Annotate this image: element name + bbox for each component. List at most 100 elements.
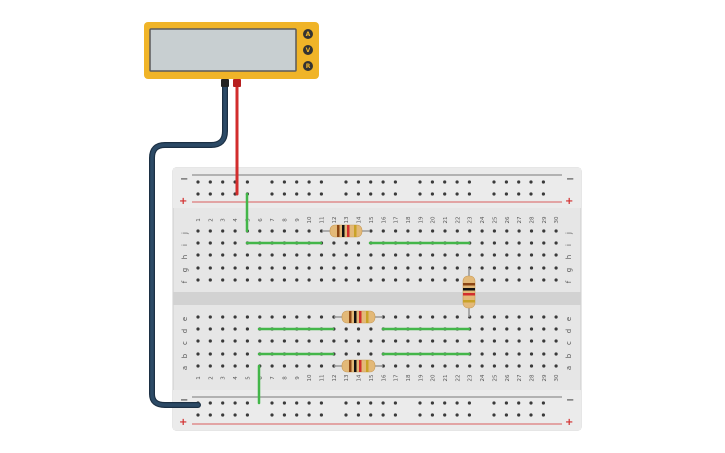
hole-c-6[interactable] [258, 339, 262, 343]
hole-bottom-rail-plus-25[interactable] [541, 413, 546, 417]
hole-top-rail-minus-12[interactable] [356, 180, 360, 184]
hole-b-1[interactable] [196, 352, 200, 356]
hole-e-1[interactable] [196, 315, 200, 319]
hole-e-27[interactable] [517, 315, 521, 319]
hole-bottom-rail-minus-3[interactable] [221, 401, 225, 405]
hole-c-23[interactable] [468, 339, 472, 343]
resistors[interactable] [322, 224, 476, 373]
hole-top-rail-plus-1[interactable] [196, 192, 200, 196]
hole-e-28[interactable] [529, 315, 534, 319]
hole-bottom-rail-plus-3[interactable] [221, 413, 225, 417]
hole-a-27[interactable] [517, 364, 521, 368]
hole-j-20[interactable] [431, 229, 435, 233]
hole-bottom-rail-plus-12[interactable] [356, 413, 360, 417]
hole-c-11[interactable] [319, 339, 324, 343]
hole-bottom-rail-minus-7[interactable] [282, 401, 286, 405]
hole-bottom-rail-minus-6[interactable] [270, 401, 274, 405]
hole-h-5[interactable] [245, 253, 249, 257]
hole-f-16[interactable] [381, 278, 385, 282]
hole-h-30[interactable] [554, 253, 558, 257]
hole-c-3[interactable] [221, 339, 225, 343]
hole-bottom-rail-minus-16[interactable] [418, 401, 422, 405]
hole-j-2[interactable] [208, 229, 212, 233]
hole-j-18[interactable] [406, 229, 410, 233]
hole-e-8[interactable] [282, 315, 286, 319]
jumper-wires[interactable] [245, 192, 471, 405]
hole-h-2[interactable] [208, 253, 212, 257]
hole-f-5[interactable] [245, 278, 249, 282]
hole-i-24[interactable] [480, 241, 484, 245]
hole-bottom-rail-plus-6[interactable] [270, 413, 274, 417]
hole-top-rail-plus-14[interactable] [381, 192, 385, 196]
hole-i-26[interactable] [505, 241, 509, 245]
hole-i-25[interactable] [492, 241, 496, 245]
hole-c-17[interactable] [394, 339, 398, 343]
hole-e-9[interactable] [295, 315, 299, 319]
hole-f-7[interactable] [270, 278, 274, 282]
hole-a-8[interactable] [282, 364, 286, 368]
hole-top-rail-plus-8[interactable] [295, 192, 299, 196]
hole-c-12[interactable] [332, 339, 336, 343]
hole-h-8[interactable] [282, 253, 286, 257]
hole-e-11[interactable] [319, 315, 324, 319]
hole-top-rail-plus-24[interactable] [529, 192, 533, 196]
hole-f-12[interactable] [332, 278, 336, 282]
hole-c-16[interactable] [381, 339, 385, 343]
hole-bottom-rail-plus-14[interactable] [381, 413, 385, 417]
hole-bottom-rail-plus-11[interactable] [344, 413, 348, 417]
hole-top-rail-plus-16[interactable] [418, 192, 422, 196]
hole-h-14[interactable] [356, 253, 361, 257]
hole-g-29[interactable] [542, 266, 546, 270]
hole-a-29[interactable] [542, 364, 546, 368]
hole-bottom-rail-minus-25[interactable] [541, 401, 546, 405]
hole-j-8[interactable] [282, 229, 286, 233]
hole-f-11[interactable] [319, 278, 324, 282]
hole-f-14[interactable] [356, 278, 361, 282]
hole-d-26[interactable] [505, 327, 509, 331]
hole-top-rail-minus-10[interactable] [319, 180, 323, 184]
hole-g-17[interactable] [394, 266, 398, 270]
hole-b-15[interactable] [369, 352, 373, 356]
multimeter[interactable]: A V R [144, 22, 319, 87]
hole-top-rail-plus-18[interactable] [443, 192, 447, 196]
hole-bottom-rail-plus-13[interactable] [369, 413, 373, 417]
hole-d-29[interactable] [542, 327, 546, 331]
hole-g-11[interactable] [319, 266, 324, 270]
hole-e-4[interactable] [233, 315, 237, 319]
hole-f-6[interactable] [258, 278, 262, 282]
hole-d-28[interactable] [529, 327, 534, 331]
hole-bottom-rail-plus-24[interactable] [529, 413, 533, 417]
hole-b-5[interactable] [245, 352, 249, 356]
hole-j-1[interactable] [196, 229, 200, 233]
hole-g-16[interactable] [381, 266, 385, 270]
hole-bottom-rail-minus-5[interactable] [245, 401, 249, 405]
hole-a-7[interactable] [270, 364, 274, 368]
hole-a-9[interactable] [295, 364, 299, 368]
hole-c-9[interactable] [295, 339, 299, 343]
hole-bottom-rail-plus-4[interactable] [233, 413, 237, 417]
hole-bottom-rail-minus-15[interactable] [393, 401, 397, 405]
hole-f-30[interactable] [554, 278, 558, 282]
hole-f-29[interactable] [542, 278, 546, 282]
hole-i-12[interactable] [332, 241, 336, 245]
hole-b-25[interactable] [492, 352, 496, 356]
hole-g-22[interactable] [455, 266, 459, 270]
hole-a-3[interactable] [221, 364, 225, 368]
hole-top-rail-minus-15[interactable] [393, 180, 397, 184]
hole-g-20[interactable] [431, 266, 435, 270]
hole-top-rail-plus-9[interactable] [307, 192, 311, 196]
hole-j-10[interactable] [307, 229, 311, 233]
hole-c-2[interactable] [208, 339, 212, 343]
hole-h-7[interactable] [270, 253, 274, 257]
hole-c-30[interactable] [554, 339, 558, 343]
hole-h-25[interactable] [492, 253, 496, 257]
hole-h-1[interactable] [196, 253, 200, 257]
hole-top-rail-minus-23[interactable] [517, 180, 521, 184]
hole-g-1[interactable] [196, 266, 200, 270]
hole-top-rail-plus-3[interactable] [221, 192, 225, 196]
hole-j-6[interactable] [258, 229, 262, 233]
hole-top-rail-plus-12[interactable] [356, 192, 360, 196]
resistor-3[interactable] [334, 310, 383, 324]
hole-g-13[interactable] [344, 266, 348, 270]
hole-f-19[interactable] [418, 278, 422, 282]
